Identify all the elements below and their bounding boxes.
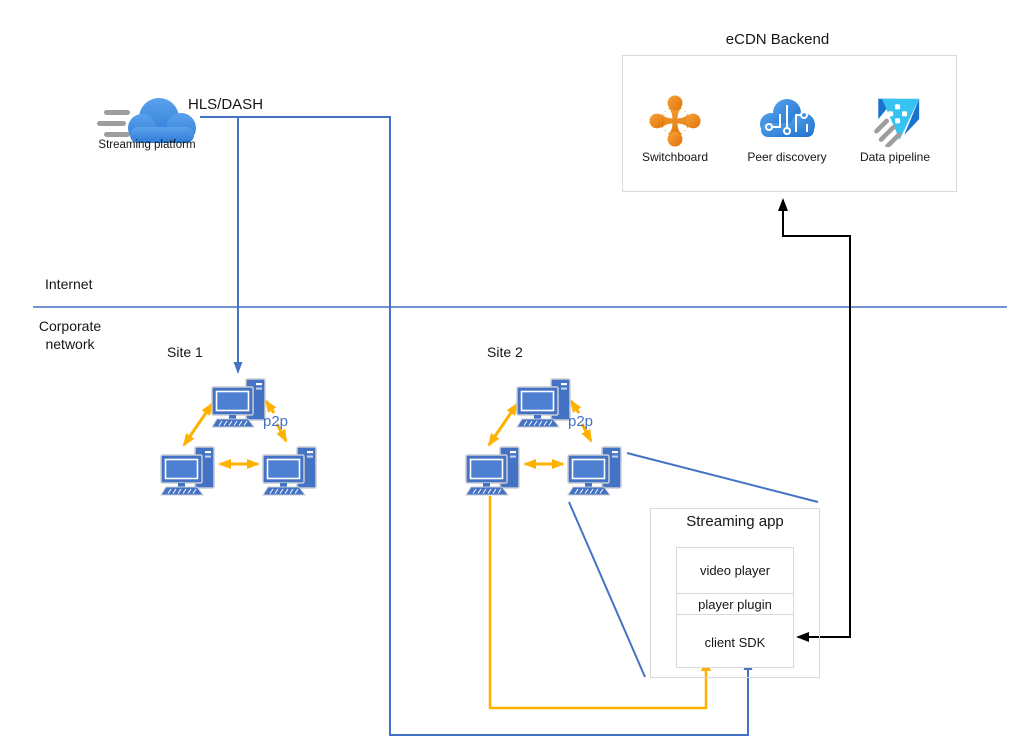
- internet-label: Internet: [45, 276, 93, 292]
- site1-p2p-arrows: [182, 399, 288, 469]
- switchboard-label: Switchboard: [641, 150, 709, 164]
- site2-p2p-label: p2p: [568, 413, 594, 430]
- connector-hlsdash-to-sdk: [200, 116, 753, 736]
- connector-sdk-to-backend: [778, 198, 851, 642]
- site2-p2p-arrows: [487, 399, 593, 469]
- site2-computer-right-icon: [567, 446, 622, 496]
- corporate-network-line1: Corporate: [38, 318, 102, 334]
- site2-computer-top-icon: [516, 378, 571, 428]
- streaming-app-title: Streaming app: [686, 513, 784, 530]
- site1-computer-left-icon: [160, 446, 215, 496]
- corporate-network-label: Corporate network: [26, 318, 114, 353]
- peer-discovery-label: Peer discovery: [747, 150, 827, 164]
- site1-computer-right-icon: [262, 446, 317, 496]
- streaming-platform-label: Streaming platform: [98, 139, 196, 151]
- app-layer-video-player: video player: [699, 563, 771, 578]
- app-layer-stack: video player player plugin client SDK: [676, 547, 794, 668]
- hls-dash-label: HLS/DASH: [188, 96, 264, 113]
- ecdn-backend-title: eCDN Backend: [725, 31, 830, 48]
- callout-line-top: [626, 452, 819, 503]
- site1-p2p-label: p2p: [263, 413, 289, 430]
- site2-label: Site 2: [487, 344, 523, 360]
- callout-line-bottom: [568, 501, 646, 678]
- app-layer-client-sdk: client SDK: [677, 614, 793, 669]
- app-layer-player-plugin: player plugin: [677, 593, 793, 614]
- site2-computer-left-icon: [465, 446, 520, 496]
- site1-label: Site 1: [167, 344, 203, 360]
- ecdn-backend-box: [622, 55, 957, 192]
- site1-computer-top-icon: [211, 378, 266, 428]
- streaming-app-box: [650, 508, 820, 678]
- data-pipeline-label: Data pipeline: [859, 150, 931, 164]
- streaming-platform-cloud-icon: [97, 98, 196, 143]
- connector-p2p-to-sdk: [488, 496, 711, 710]
- corporate-network-line2: network: [45, 335, 95, 352]
